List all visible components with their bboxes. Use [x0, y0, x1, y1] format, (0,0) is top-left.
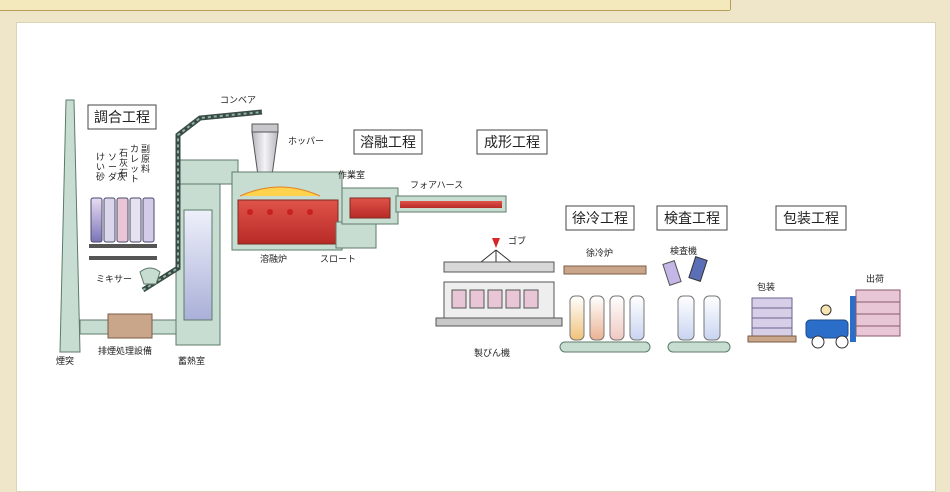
stage-title-inspection: 検査工程: [664, 211, 720, 227]
mixer: [140, 268, 160, 284]
label-annealing-lehr: 徐冷炉: [586, 247, 613, 259]
label-inspection-machine: 検査機: [670, 245, 697, 257]
stage-title-forming: 成形工程: [484, 135, 540, 151]
raw-material-silos: [89, 198, 157, 260]
label-melting-furnace: 溶融炉: [260, 253, 287, 265]
label-chimney: 煙突: [56, 355, 74, 367]
stage-inspection: 検査工程: [657, 206, 727, 230]
working-chamber: [342, 188, 398, 224]
stage-blending: 調合工程: [88, 105, 156, 129]
label-throat: スロート: [320, 255, 356, 265]
inspection-machine: [663, 257, 730, 352]
raw-material-labels: けい砂 ソーダ灰 石灰石 カレット 副原料: [96, 144, 150, 185]
annealing-lehr: [560, 266, 650, 352]
shipping-stack: [856, 290, 900, 336]
chimney: [60, 100, 80, 352]
stage-forming: 成形工程: [477, 130, 547, 154]
stage-melting: 溶融工程: [354, 130, 422, 154]
forehearth: [396, 196, 506, 212]
label-packing: 包装: [757, 281, 775, 293]
regenerator: [176, 160, 238, 345]
stage-title-melting: 溶融工程: [360, 135, 416, 151]
label-conveyor: コンベア: [220, 96, 256, 106]
label-hopper: ホッパー: [288, 136, 324, 147]
stage-title-packing: 包装工程: [783, 211, 839, 227]
stage-title-annealing: 徐冷工程: [572, 211, 628, 227]
material-auxiliary: 副原料: [141, 144, 150, 175]
label-mixer: ミキサー: [96, 274, 132, 285]
label-shipping: 出荷: [866, 273, 884, 285]
exhaust-treatment-unit: [108, 314, 152, 338]
material-cullet: カレット: [130, 144, 139, 185]
stage-annealing: 徐冷工程: [566, 206, 634, 230]
throat: [336, 222, 376, 248]
label-gob: ゴブ: [508, 235, 526, 247]
forklift: [806, 296, 856, 348]
label-working-chamber: 作業室: [338, 169, 365, 181]
material-silica-sand: けい砂: [96, 152, 105, 183]
label-exhaust-treatment: 排煙処理設備: [98, 345, 152, 357]
bottle-making-machine: [436, 262, 562, 326]
packing-stack: [748, 298, 796, 342]
material-limestone: 石灰石: [119, 149, 128, 179]
label-forehearth: フォアハース: [410, 181, 463, 191]
stage-title-blending: 調合工程: [94, 110, 150, 126]
stage-packing: 包装工程: [776, 206, 846, 230]
label-regenerator: 蓄熱室: [178, 355, 205, 367]
label-bottle-making-machine: 製びん機: [474, 347, 510, 359]
melting-furnace: [232, 172, 342, 250]
